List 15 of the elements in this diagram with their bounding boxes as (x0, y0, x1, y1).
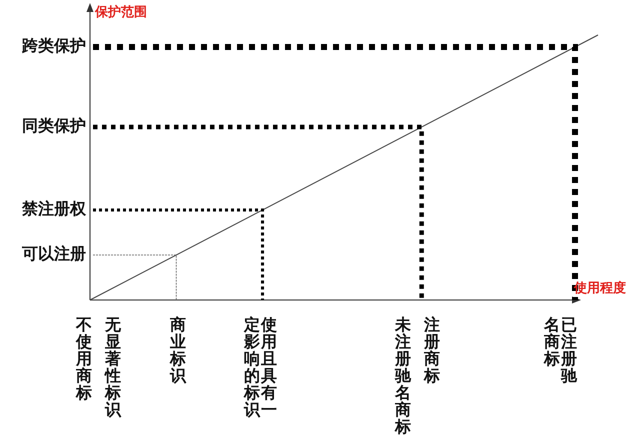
category-label: 名商标 (544, 316, 560, 367)
category-label: 使用且具有一 (261, 316, 277, 418)
axis-title: 保护范围 (95, 6, 147, 19)
category-label: 已注册驰 (561, 316, 577, 384)
category-label: 未注册驰名商标 (395, 316, 411, 435)
level-label: 跨类保护 (22, 38, 86, 54)
level-label: 禁注册权 (22, 201, 86, 217)
category-label: 定影响的标识 (244, 316, 260, 418)
category-label: 商业标识 (170, 316, 186, 384)
category-label: 不使用商标 (76, 316, 92, 401)
category-label: 无显著性标识 (105, 316, 121, 418)
level-label: 同类保护 (22, 118, 86, 134)
level-label: 可以注册 (22, 246, 86, 262)
axis-title: 使用程度 (574, 282, 626, 295)
category-label: 注册商标 (424, 316, 440, 384)
